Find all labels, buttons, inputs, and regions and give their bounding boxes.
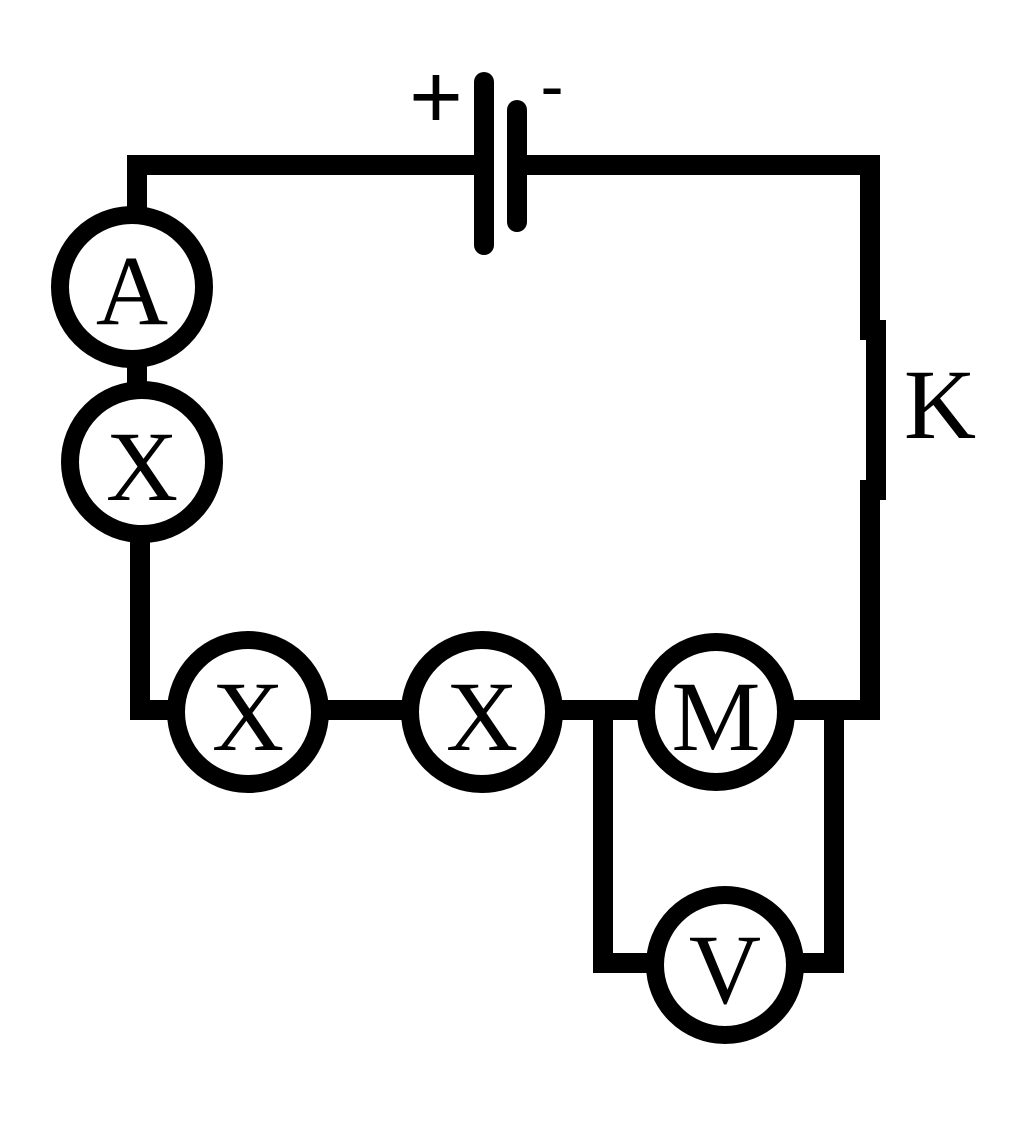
battery-plus-label: + bbox=[409, 46, 463, 148]
lamp-3-label: X bbox=[446, 661, 518, 772]
lamp-1: X bbox=[61, 381, 223, 543]
voltmeter-circle bbox=[646, 886, 804, 1044]
motor-circle bbox=[637, 633, 795, 791]
lamp-2-label: X bbox=[212, 661, 284, 772]
voltmeter: V bbox=[646, 886, 804, 1044]
voltmeter-label: V bbox=[689, 914, 761, 1025]
lamp-3-circle bbox=[401, 631, 563, 793]
lamp-2: X bbox=[167, 631, 329, 793]
lamp-1-circle bbox=[61, 381, 223, 543]
ammeter-label: A bbox=[96, 235, 168, 346]
battery: + - bbox=[409, 46, 564, 255]
switch-label: K bbox=[904, 349, 976, 460]
ammeter: A bbox=[51, 206, 213, 368]
wire-voltmeter-right bbox=[795, 710, 844, 973]
motor: M bbox=[637, 633, 795, 791]
wire-top-left bbox=[127, 155, 484, 215]
wire-left-lower bbox=[130, 535, 175, 720]
lamp-2-circle bbox=[167, 631, 329, 793]
wire-right-lower bbox=[785, 490, 880, 720]
wires bbox=[127, 155, 880, 973]
battery-minus-label: - bbox=[540, 47, 563, 125]
wire-top-right bbox=[517, 155, 880, 330]
switch-contact bbox=[860, 320, 886, 500]
switch: K bbox=[860, 320, 976, 500]
lamp-1-label: X bbox=[106, 411, 178, 522]
wire-voltmeter-left bbox=[593, 710, 655, 973]
motor-label: M bbox=[672, 661, 761, 772]
ammeter-circle bbox=[51, 206, 213, 368]
lamp-3: X bbox=[401, 631, 563, 793]
